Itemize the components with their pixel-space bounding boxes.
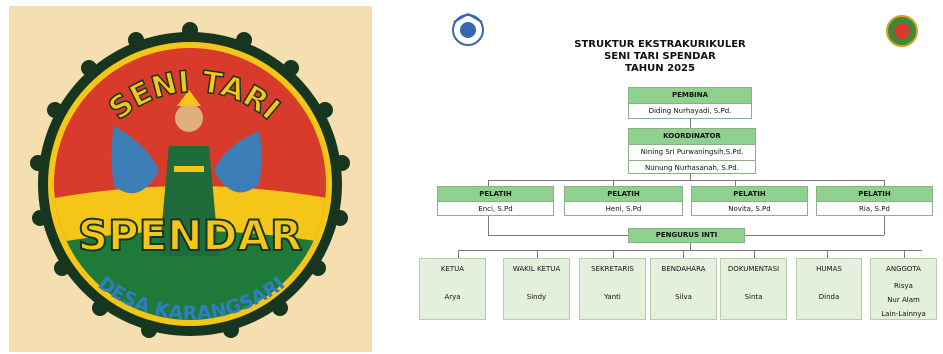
connector-line [904, 250, 905, 258]
pelatih-name: Heni, S.Pd [565, 201, 682, 216]
koordinator-label: KOORDINATOR [629, 129, 755, 144]
connector-line [754, 250, 755, 258]
school-emblem-icon [452, 12, 484, 46]
connector-line [537, 250, 538, 258]
connector-line [458, 250, 459, 258]
pembina-name: Diding Nurhayadi, S.Pd. [629, 103, 751, 119]
anggota-name: Nur Alam [887, 296, 920, 304]
connector-line [613, 180, 614, 186]
member-role: HUMAS [816, 265, 842, 273]
logo-emblem: SENI TARI SPENDAR DESA KARANGSARI [30, 22, 350, 338]
member-card: DOKUMENTASI Sinta [720, 258, 787, 320]
member-name: Arya [444, 293, 461, 301]
connector-line [488, 180, 885, 181]
member-name: Sindy [526, 293, 547, 301]
member-card: WAKIL KETUA Sindy [503, 258, 570, 320]
connector-line [488, 215, 489, 235]
org-chart: STRUKTUR EKSTRAKURIKULER SENI TARI SPEND… [410, 0, 943, 354]
svg-text:SPENDAR: SPENDAR [78, 211, 303, 260]
connector-line [735, 180, 736, 186]
connector-line [884, 180, 885, 186]
anggota-name: Risya [894, 282, 913, 290]
connector-line [683, 250, 684, 258]
anggota-card: ANGGOTA Risya Nur Alam Lain-Lainnya [870, 258, 937, 320]
member-role: KETUA [440, 265, 465, 273]
member-card: BENDAHARA Silva [650, 258, 717, 320]
district-emblem-icon [886, 15, 918, 47]
member-role: SEKRETARIS [591, 265, 634, 273]
pelatih-name: Ria, S.Pd [817, 201, 932, 216]
connector-line [613, 250, 614, 258]
pengurus-inti-box: PENGURUS INTI [628, 228, 745, 243]
pelatih-box: PELATIH Novita, S.Pd [691, 186, 808, 216]
connector-line [690, 174, 691, 180]
connector-line [827, 250, 828, 258]
member-role: BENDAHARA [661, 265, 706, 273]
member-name: Dinda [818, 293, 840, 301]
koordinator-name: Nining Sri Purwaningsih,S.Pd. [629, 144, 755, 160]
connector-line [744, 235, 884, 236]
pelatih-label: PELATIH [817, 187, 932, 201]
member-card: HUMAS Dinda [796, 258, 862, 320]
pelatih-label: PELATIH [692, 187, 807, 201]
member-name: Silva [675, 293, 692, 301]
pembina-label: PEMBINA [629, 88, 751, 103]
member-name: Sinta [744, 293, 763, 301]
koordinator-name: Nunung Nurhasanah, S.Pd. [629, 160, 755, 175]
koordinator-box: KOORDINATOR Nining Sri Purwaningsih,S.Pd… [628, 128, 756, 174]
member-card: KETUA Arya [419, 258, 486, 320]
anggota-name: Lain-Lainnya [881, 310, 926, 318]
pelatih-label: PELATIH [565, 187, 682, 201]
connector-line [690, 243, 691, 250]
pelatih-box: PELATIH Heni, S.Pd [564, 186, 683, 216]
dancer-figure [111, 90, 262, 256]
connector-line [884, 215, 885, 235]
connector-line [488, 235, 628, 236]
pelatih-box: PELATIH Ria, S.Pd [816, 186, 933, 216]
member-name: Yanti [604, 293, 621, 301]
seni-tari-logo: SENI TARI SPENDAR DESA KARANGSARI [9, 6, 372, 352]
anggota-role: ANGGOTA [886, 265, 921, 273]
pelatih-label: PELATIH [438, 187, 553, 201]
member-role: DOKUMENTASI [727, 265, 780, 273]
connector-line [488, 180, 489, 186]
pelatih-box: PELATIH Enci, S.Pd [437, 186, 554, 216]
connector-line [458, 250, 922, 251]
member-card: SEKRETARIS Yanti [579, 258, 646, 320]
pembina-box: PEMBINA Diding Nurhayadi, S.Pd. [628, 87, 752, 119]
member-role: WAKIL KETUA [512, 265, 561, 273]
pelatih-name: Enci, S.Pd [438, 201, 553, 216]
connector-line [690, 119, 691, 131]
pelatih-name: Novita, S.Pd [692, 201, 807, 216]
chart-title: STRUKTUR EKSTRAKURIKULER SENI TARI SPEND… [574, 39, 746, 74]
